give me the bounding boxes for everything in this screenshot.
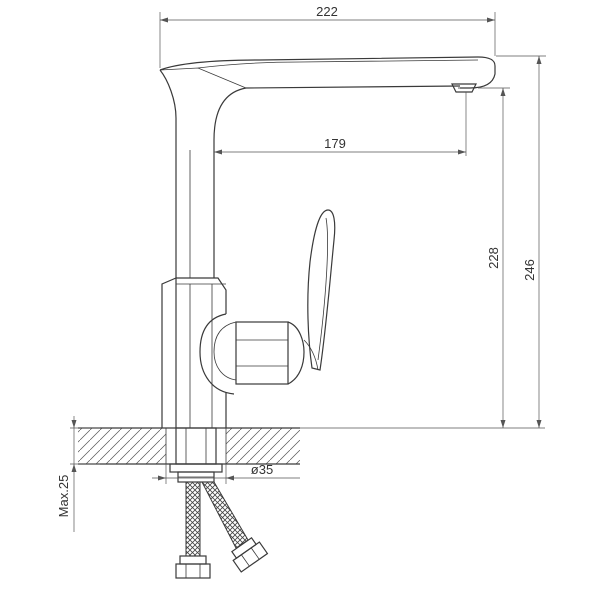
dimension-label-228: 228 bbox=[486, 247, 501, 269]
dimension-max-thickness: Max.25 bbox=[56, 416, 100, 532]
dimension-label-diameter: ø35 bbox=[251, 462, 273, 477]
dimension-spout-reach: 179 bbox=[214, 92, 467, 156]
dimension-label-max-25: Max.25 bbox=[56, 475, 71, 518]
dimension-label-179: 179 bbox=[324, 136, 346, 151]
mounting-shank bbox=[169, 427, 223, 483]
dimension-label-222: 222 bbox=[316, 4, 338, 19]
hose-fitting-left bbox=[175, 555, 211, 579]
aerator bbox=[451, 83, 477, 93]
mixer-cartridge bbox=[199, 313, 305, 395]
hose-fitting-right bbox=[231, 537, 269, 573]
dimension-total-height: 246 bbox=[496, 55, 546, 428]
mixer-handle-lever bbox=[303, 209, 336, 371]
faucet-body bbox=[159, 69, 461, 428]
dimension-label-246: 246 bbox=[522, 259, 537, 281]
dimension-spout-height: 228 bbox=[300, 87, 545, 429]
dimension-spout-length: 222 bbox=[159, 4, 496, 68]
faucet-spout bbox=[159, 56, 496, 93]
countertop-section bbox=[78, 427, 300, 465]
dimension-hole-diameter: ø35 bbox=[152, 462, 300, 484]
flexible-hoses bbox=[185, 481, 249, 557]
